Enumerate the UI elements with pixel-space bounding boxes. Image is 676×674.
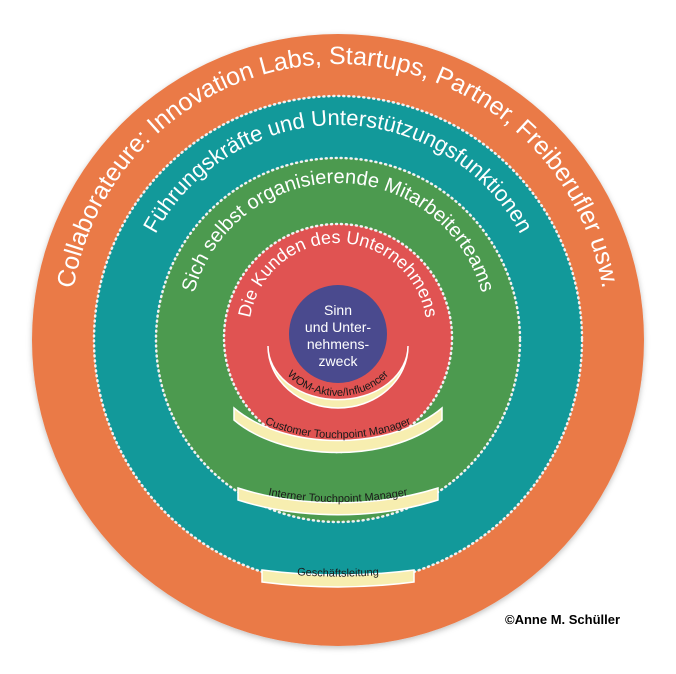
pill-wom — [267, 345, 409, 409]
core-label-line-3: nehmens- — [307, 336, 370, 352]
ring-fuehrung-divider — [92, 94, 584, 586]
pill-interner-touchpoint — [237, 486, 439, 516]
pill-geschaeftsleitung — [261, 569, 415, 588]
copyright-label: ©Anne M. Schüller — [505, 612, 621, 627]
core-label-line-1: Sinn — [324, 302, 352, 318]
pill-customer-touchpoint — [233, 406, 443, 454]
ring-mitarbeiterteams-divider — [154, 156, 522, 524]
core-label-line-2: und Unter- — [305, 319, 371, 335]
core-label-line-4: zweck — [319, 353, 359, 369]
core-circle — [289, 285, 387, 383]
pill-label-geschaeftsleitung: Geschäftsleitung — [297, 566, 379, 579]
